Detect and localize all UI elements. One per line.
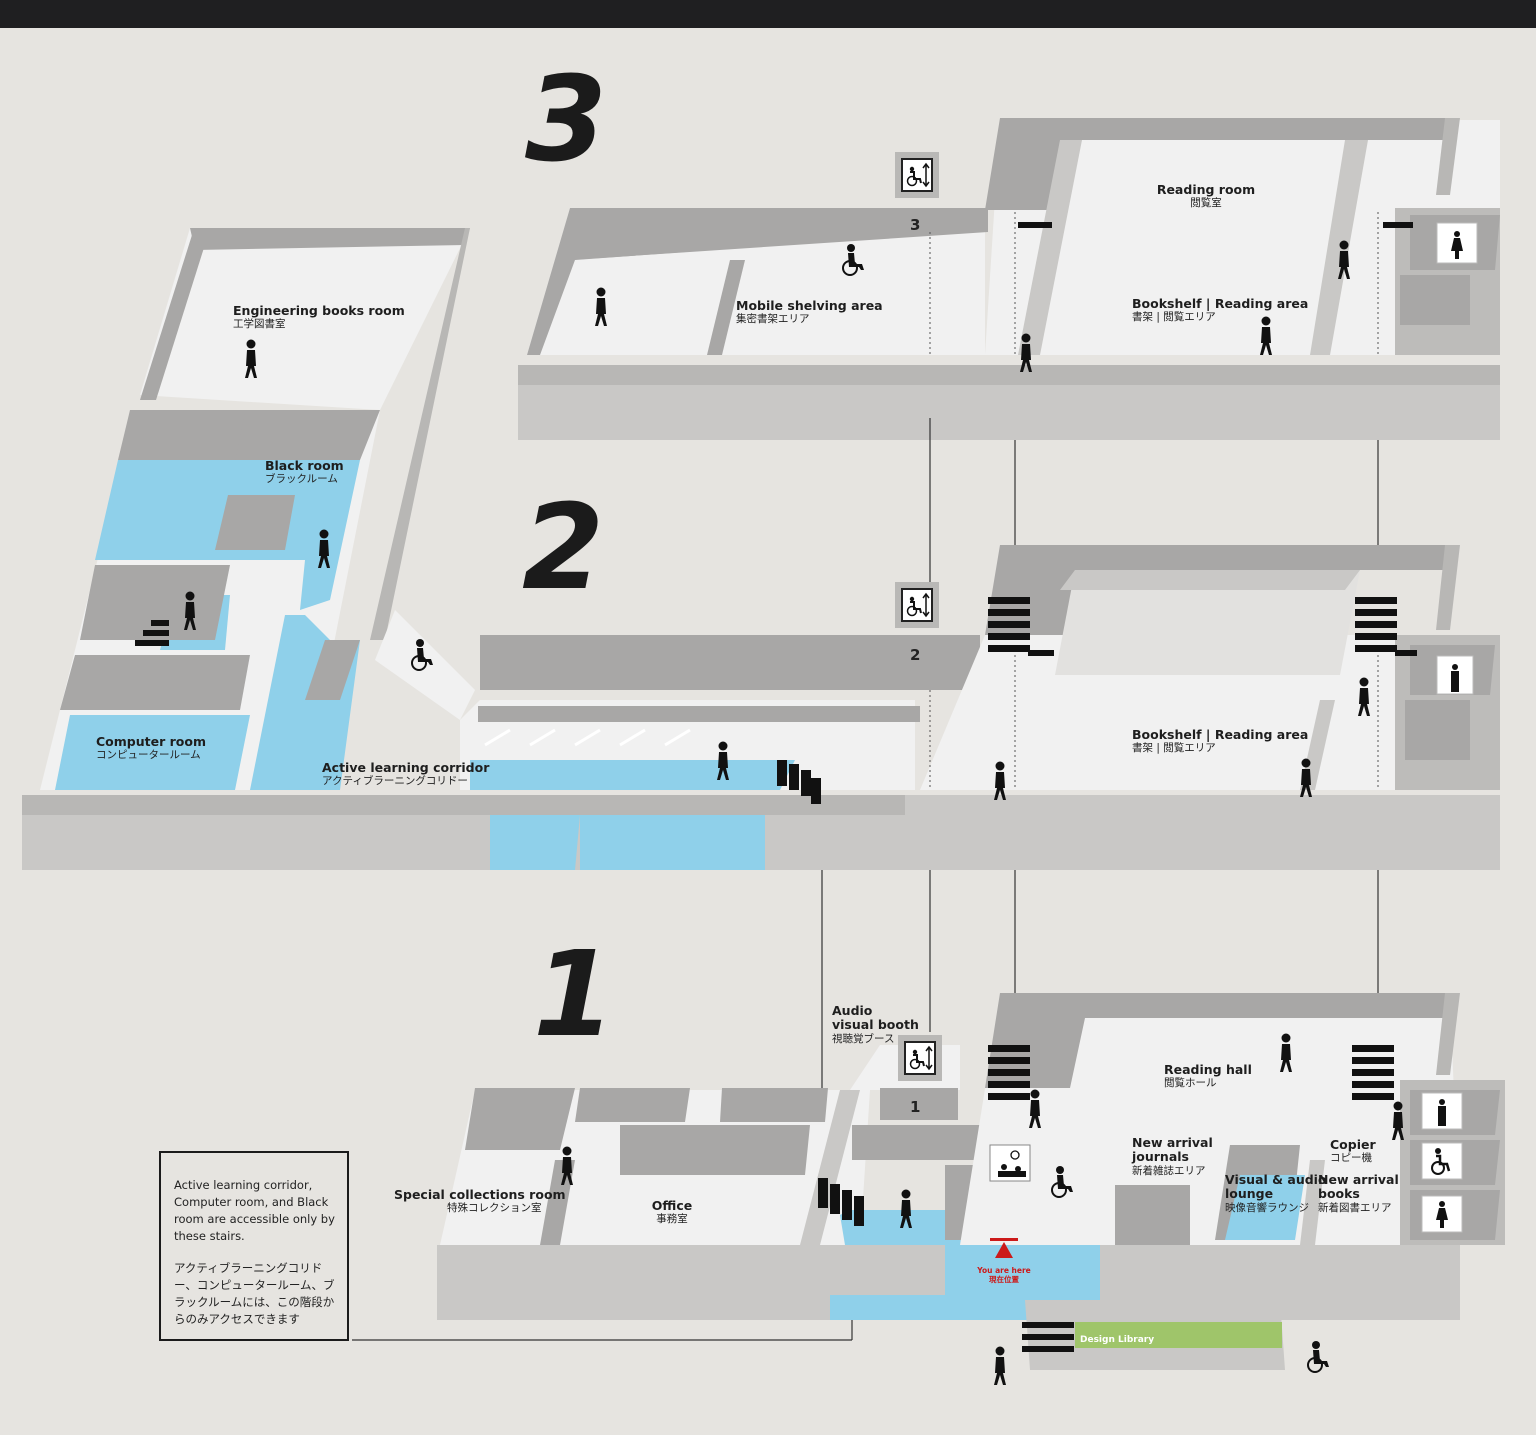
person-walking-icon (1300, 758, 1312, 797)
accessible-restroom-icon (1431, 1148, 1451, 1175)
elevator-icon-3 (894, 151, 940, 199)
room-label-audio-visual-booth: Audio visual booth 視聴覚ブース (832, 1003, 919, 1045)
room-name: Computer room (96, 734, 206, 749)
room-label-bookshelf-3: Bookshelf | Reading area 書架 | 閲覧エリア (1132, 296, 1309, 324)
room-label-office: Office 事務室 (642, 1198, 702, 1226)
room-name-ja: 新着雑誌エリア (1132, 1164, 1206, 1177)
room-name-line1: Visual & audio (1225, 1172, 1327, 1187)
room-name-line1: Audio (832, 1003, 873, 1018)
room-name-ja: 書架 | 閲覧エリア (1132, 742, 1216, 755)
room-name-ja: 新着図書エリア (1318, 1201, 1392, 1214)
you-are-here-ja: 現在位置 (989, 1275, 1019, 1284)
stairs-icon-active (777, 760, 821, 804)
floor-1-plan (437, 993, 1505, 1370)
floor-number-1: 1 (533, 925, 616, 1063)
room-label-engineering: Engineering books room 工学図書室 (233, 303, 405, 331)
wheelchair-icon (1307, 1340, 1330, 1373)
room-name: Black room (265, 458, 344, 473)
room-label-special-collections: Special collections room 特殊コレクション室 (394, 1187, 566, 1215)
current-location-bar (990, 1238, 1018, 1241)
room-name-line2: journals (1132, 1149, 1189, 1165)
room-name-ja: コンピュータールーム (96, 749, 201, 762)
restroom-female-icon-3 (1451, 231, 1463, 259)
room-name-ja: 書架 | 閲覧エリア (1132, 311, 1216, 324)
floor-number-3: 3 (525, 50, 608, 188)
room-label-black: Black room ブラックルーム (265, 458, 344, 486)
room-name-ja: 事務室 (656, 1213, 688, 1226)
elevator-level-1: 1 (910, 1098, 921, 1116)
room-label-active-learning: Active learning corridor アクティブラーニングコリドー (322, 760, 490, 788)
room-name: Active learning corridor (322, 760, 490, 775)
top-frame (0, 0, 1536, 28)
access-note-ja: アクティブラーニングコリドー、コンピュータールーム、ブラックルームには、この階段… (174, 1261, 335, 1326)
room-name-line2: lounge (1225, 1186, 1274, 1202)
restroom-male-icon-2 (1451, 664, 1459, 692)
room-name-ja: 特殊コレクション室 (447, 1202, 542, 1215)
access-note-en: Active learning corridor, Computer room,… (174, 1178, 335, 1243)
room-name-line2: visual booth (832, 1017, 919, 1033)
room-name-line1: New arrival (1318, 1172, 1399, 1187)
floor-3-plan (518, 118, 1500, 440)
room-name-line1: New arrival (1132, 1135, 1213, 1150)
room-label-new-arrival-books: New arrival books 新着図書エリア (1318, 1172, 1399, 1214)
room-name-ja: 視聴覚ブース (832, 1032, 895, 1045)
stairs-icon-office (818, 1178, 864, 1226)
room-name: Reading room (1156, 182, 1256, 197)
room-label-visual-audio-lounge: Visual & audio lounge 映像音響ラウンジ (1225, 1172, 1327, 1214)
room-name: Bookshelf | Reading area (1132, 727, 1309, 742)
room-name-ja: アクティブラーニングコリドー (322, 775, 468, 788)
room-name: Reading hall (1164, 1062, 1252, 1077)
elevator-level-2: 2 (910, 646, 921, 664)
person-walking-icon (994, 761, 1006, 800)
room-label-copier: Copier コピー機 (1330, 1137, 1376, 1165)
engineering-wing (22, 228, 980, 870)
room-name-ja: 閲覧室 (1190, 197, 1222, 210)
room-label-reading-room: Reading room 閲覧室 (1146, 182, 1266, 210)
room-label-new-arrival-journals: New arrival journals 新着雑誌エリア (1132, 1135, 1213, 1177)
information-desk-icon (998, 1150, 1026, 1177)
room-label-computer: Computer room コンピュータールーム (96, 734, 206, 762)
room-name: Office (651, 1198, 693, 1213)
elevator-icon-2 (894, 581, 940, 629)
room-name-ja: ブラックルーム (265, 473, 338, 486)
restroom-male-icon (1438, 1099, 1446, 1126)
room-name-line2: books (1318, 1186, 1360, 1202)
you-are-here-marker (995, 1242, 1013, 1258)
room-name-ja: コピー機 (1330, 1152, 1372, 1165)
access-note-box: Active learning corridor, Computer room,… (159, 1151, 349, 1341)
room-name: Mobile shelving area (736, 298, 883, 313)
elevator-level-3: 3 (910, 216, 921, 234)
room-name-ja: 閲覧ホール (1164, 1077, 1217, 1090)
room-label-bookshelf-2: Bookshelf | Reading area 書架 | 閲覧エリア (1132, 727, 1309, 755)
room-label-mobile-shelving: Mobile shelving area 集密書架エリア (736, 298, 883, 326)
room-name: Engineering books room (233, 303, 405, 318)
you-are-here-en: You are here (977, 1266, 1031, 1275)
room-name: Bookshelf | Reading area (1132, 296, 1309, 311)
restroom-female-icon (1436, 1201, 1448, 1228)
room-name: Copier (1330, 1137, 1376, 1152)
room-name-ja: 映像音響ラウンジ (1225, 1201, 1309, 1214)
person-walking-icon (994, 1346, 1006, 1385)
design-library-label: Design Library (1080, 1335, 1155, 1345)
room-name-ja: 工学図書室 (233, 318, 286, 331)
floor-number-2: 2 (522, 478, 605, 616)
room-name-ja: 集密書架エリア (736, 313, 810, 326)
stairs-icon-entrance (1022, 1322, 1074, 1352)
room-name: Special collections room (394, 1187, 566, 1202)
you-are-here-label: You are here 現在位置 (968, 1266, 1040, 1284)
room-label-reading-hall: Reading hall 閲覧ホール (1164, 1062, 1252, 1090)
floor-2-plan (905, 545, 1500, 870)
